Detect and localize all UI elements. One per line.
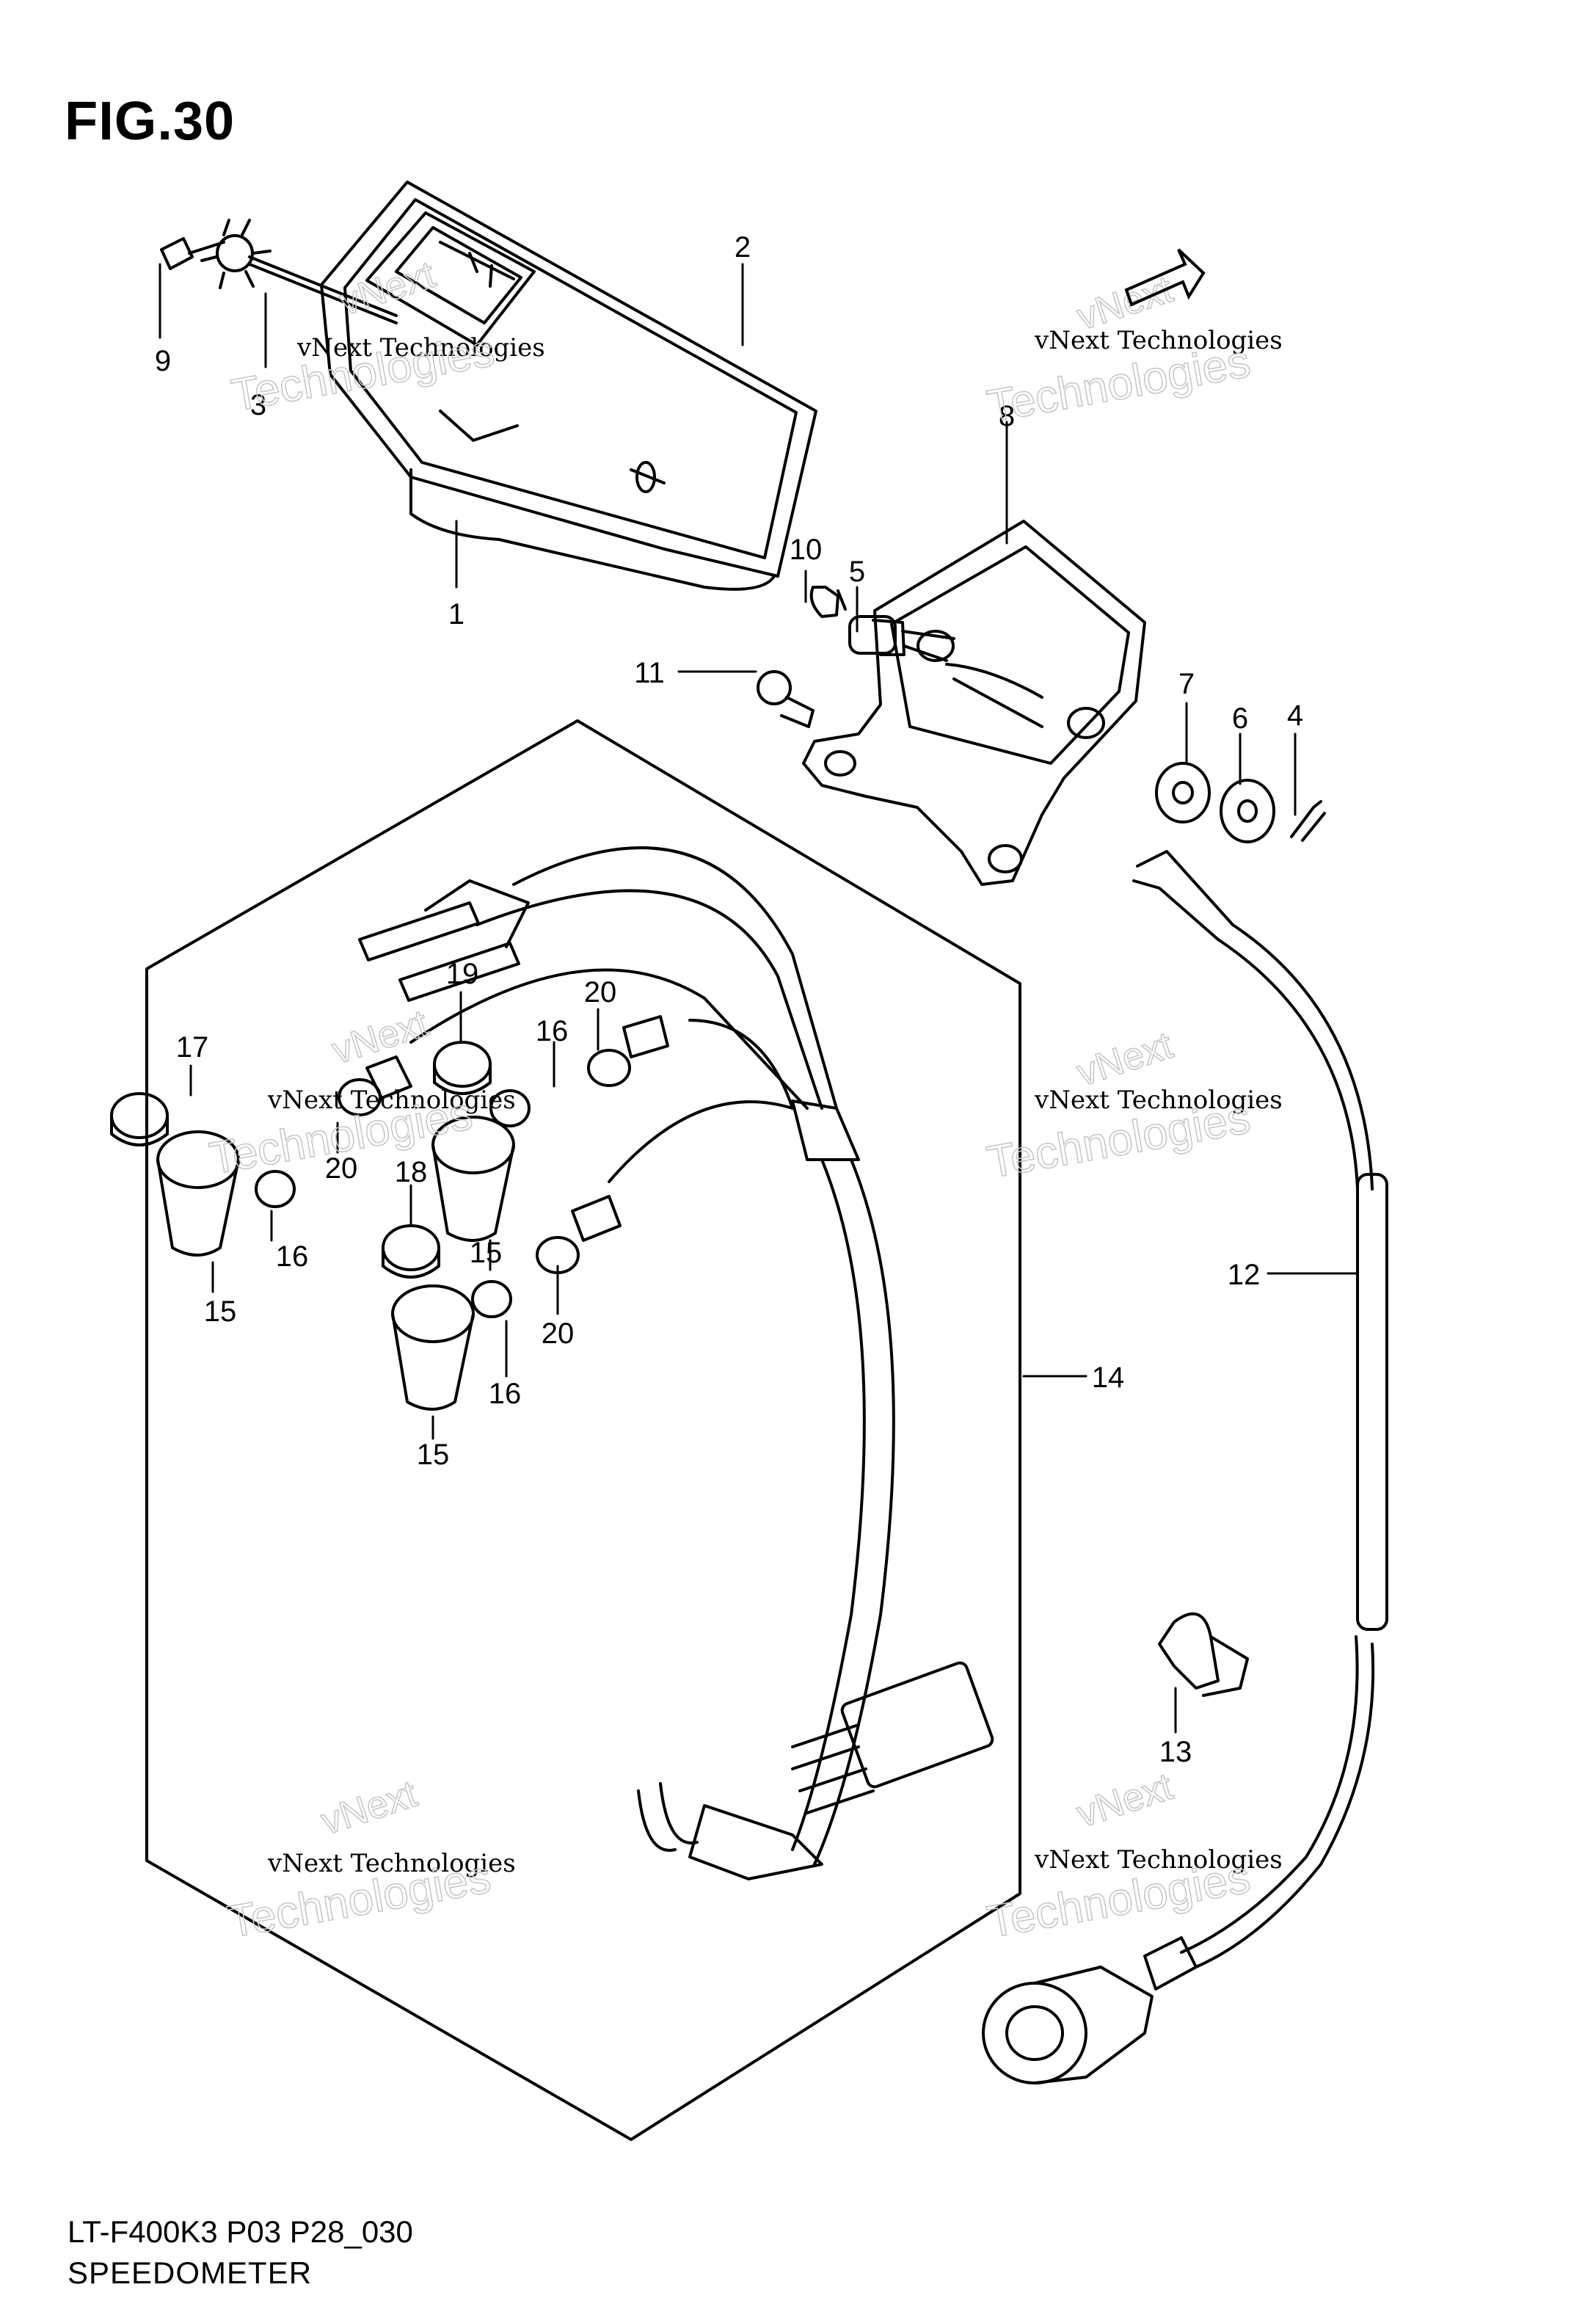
callout-16b: 16: [536, 1015, 569, 1047]
callout-15b: 15: [470, 1237, 503, 1269]
callout-18: 18: [395, 1156, 428, 1188]
watermark-mid-left: vNext vNext Technologies Technologies: [205, 1001, 516, 1185]
callout-20b: 20: [584, 976, 617, 1008]
callout-3: 3: [250, 389, 266, 421]
washers-and-clip: [1155, 762, 1326, 843]
watermark-top-left: vNext vNext Technologies Technologies: [227, 252, 545, 421]
wiring-harness: [409, 846, 994, 1880]
speedometer-cable: [982, 850, 1388, 2084]
svg-text:vNext Technologies: vNext Technologies: [296, 333, 545, 363]
svg-text:vNext: vNext: [1072, 1765, 1178, 1836]
bulbs-sockets: [338, 1015, 669, 1274]
callout-4: 4: [1287, 699, 1303, 732]
callout-15a: 15: [204, 1295, 237, 1328]
callout-15c: 15: [417, 1439, 450, 1471]
svg-text:vNext: vNext: [1072, 1024, 1178, 1094]
callout-5: 5: [849, 556, 865, 588]
cable-clamp: [1158, 1612, 1249, 1697]
callout-19: 19: [446, 958, 479, 990]
watermark-top-right: vNext vNext Technologies Technologies: [983, 267, 1283, 432]
svg-text:vNext Technologies: vNext Technologies: [267, 1849, 516, 1878]
callout-20c: 20: [542, 1317, 575, 1350]
svg-text:vNext Technologies: vNext Technologies: [267, 1086, 516, 1115]
callout-17: 17: [176, 1031, 209, 1064]
callout-16a: 16: [276, 1240, 309, 1273]
callout-12: 12: [1228, 1259, 1261, 1291]
svg-text:vNext: vNext: [316, 1773, 423, 1843]
watermark-bottom-left: vNext vNext Technologies Technologies: [224, 1772, 516, 1948]
ext-arrow-icon: [1124, 248, 1206, 307]
callout-1: 1: [448, 598, 464, 630]
svg-text:vNext Technologies: vNext Technologies: [1034, 1086, 1283, 1115]
bracket: [802, 520, 1146, 886]
screw-and-gear: [160, 219, 398, 324]
figure-name: SPEEDOMETER: [68, 2255, 313, 2290]
callout-20a: 20: [325, 1152, 358, 1185]
harness-connectors: [358, 879, 530, 1002]
callout-10: 10: [790, 534, 823, 566]
figure-title: FIG.30: [65, 90, 236, 151]
watermark-mid-right: vNext vNext Technologies Technologies: [983, 1023, 1283, 1188]
callout-6: 6: [1232, 702, 1248, 735]
callout-8: 8: [999, 400, 1015, 432]
callout-16c: 16: [489, 1378, 522, 1410]
callout-13: 13: [1159, 1736, 1192, 1768]
callout-7: 7: [1178, 668, 1195, 700]
callout-2: 2: [735, 231, 751, 263]
callout-numbers: 1 2 3 4 5 6 7 8 9 10 11 12 13 14 15 15 1…: [155, 231, 1303, 1768]
callout-11: 11: [634, 657, 665, 689]
svg-text:vNext Technologies: vNext Technologies: [1034, 326, 1283, 355]
wiring-harness-frame: [145, 719, 1021, 2141]
callout-14: 14: [1092, 1362, 1125, 1394]
grommets-and-caps: [110, 1041, 531, 1411]
speedometer-head: [320, 181, 817, 591]
svg-text:vNext Technologies: vNext Technologies: [1034, 1845, 1283, 1875]
model-code: LT-F400K3 P03 P28_030: [68, 2214, 413, 2249]
bulb-socket-bolt: [757, 586, 955, 728]
leader-lines: [158, 263, 1359, 1734]
callout-9: 9: [155, 345, 171, 377]
